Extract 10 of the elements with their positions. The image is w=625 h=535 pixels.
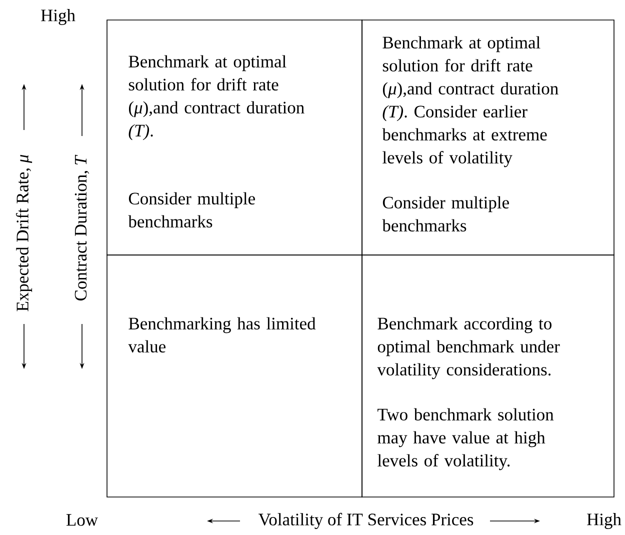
axis-label: Low bbox=[66, 514, 98, 526]
quadrant-cell: Benchmark at optimal solution for drift rate (μ),and contract duration (T). Consider multiple benchmarks bbox=[106, 20, 362, 256]
axis-label: Contract Duration, T bbox=[74, 154, 90, 300]
axis-label: Expected Drift Rate, μ bbox=[16, 154, 32, 312]
quadrant-cell: Benchmark at optimal solution for drift rate (μ),and contract duration (T). Consider earlier benchmarks at extreme levels of volatility Consider multiple benchmarks bbox=[362, 20, 614, 256]
axis-label: High bbox=[41, 9, 76, 25]
quadrant-cell: Benchmark according to optimal benchmark under volatility considerations. Two benchmark solution may have value at high levels of volatility. bbox=[362, 254, 614, 498]
axis-label: High bbox=[587, 513, 622, 529]
axis-label: Volatility of IT Services Prices bbox=[258, 512, 474, 530]
quadrant-cell: Benchmarking has limited value bbox=[106, 254, 362, 498]
